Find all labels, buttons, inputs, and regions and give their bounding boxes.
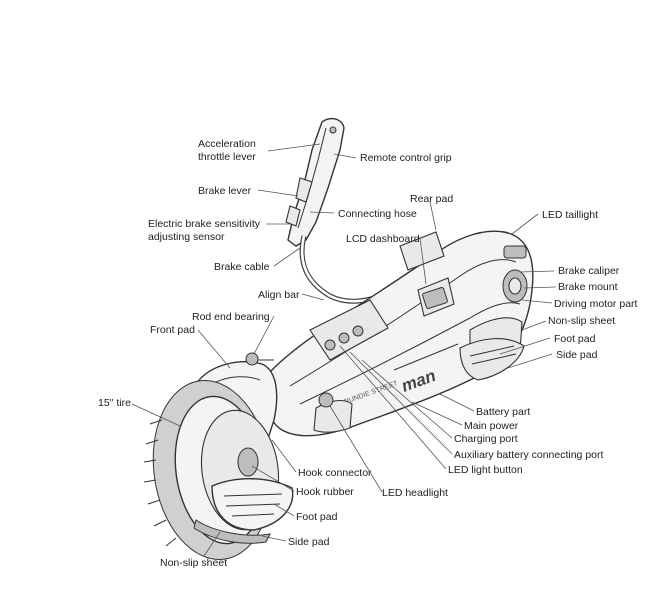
label-hook-rubber: Hook rubber [296,486,354,498]
label-front-pad: Front pad [150,324,195,336]
front-pads-drawing [193,478,294,544]
label-main-power: Main power [464,420,519,432]
label-15-tire: 15" tire [98,397,131,409]
label-brake-cable: Brake cable [214,261,270,273]
label-led-taillight: LED taillight [542,209,598,221]
label-brake-caliper: Brake caliper [558,265,620,277]
label-connecting-hose: Connecting hose [338,208,417,220]
label-lcd-dashboard: LCD dashboard [346,233,420,245]
label-non-slip-sheet-rear: Non-slip sheet [548,315,615,327]
label-brake-mount: Brake mount [558,281,618,293]
label-foot-pad-front: Foot pad [296,511,338,523]
label-side-pad-rear: Side pad [556,349,598,361]
label-side-pad-front: Side pad [288,536,330,548]
label-non-slip-sheet-front: Non-slip sheet [160,557,227,569]
label-acceleration-throttle-lever: Acceleration throttle lever [198,138,259,163]
label-rear-pad: Rear pad [410,193,453,205]
connecting-hose-drawing [299,235,393,304]
label-charging-port: Charging port [454,433,518,445]
label-hook-connector: Hook connector [298,467,372,479]
label-driving-motor-part: Driving motor part [554,298,638,310]
label-battery-part: Battery part [476,406,530,418]
callout-labels: Acceleration throttle lever Remote contr… [98,138,638,569]
label-led-headlight: LED headlight [382,487,448,499]
label-align-bar: Align bar [258,289,300,301]
label-led-light-button: LED light button [448,464,523,476]
label-remote-control-grip: Remote control grip [360,152,452,164]
label-brake-lever: Brake lever [198,185,252,197]
remote-control-grip-drawing [285,117,345,247]
label-auxiliary-battery-port: Auxiliary battery connecting port [454,449,603,461]
scooter-illustration: man GRUNDIE STREET [143,117,534,560]
scooter-body-drawing: man GRUNDIE STREET [265,230,534,437]
label-foot-pad-rear: Foot pad [554,333,596,345]
leader-lines [131,143,557,557]
label-electric-brake-sensor: Electric brake sensitivity adjusting sen… [148,218,263,243]
label-rod-end-bearing: Rod end bearing [192,311,270,323]
